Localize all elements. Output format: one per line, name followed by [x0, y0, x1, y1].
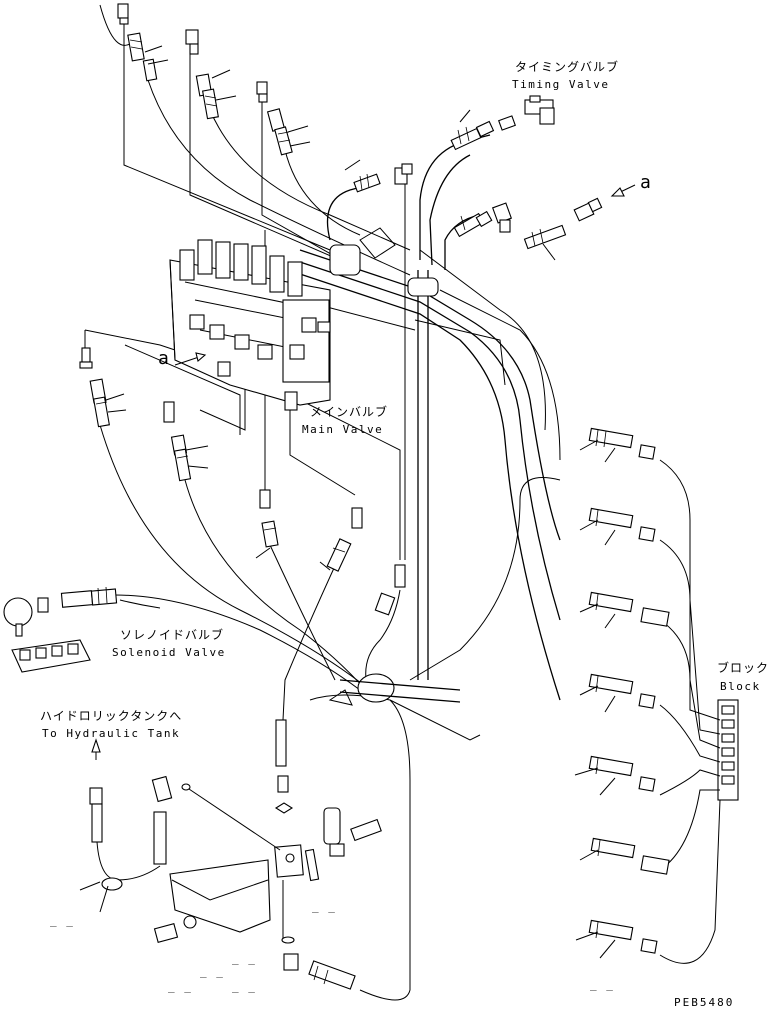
main-valve-en-label: Main Valve [302, 423, 383, 436]
clamp-lower [357, 673, 395, 703]
timing-valve-body [524, 95, 555, 125]
solenoid-valve-jp-label: ソレノイドバルブ [120, 627, 224, 642]
hose-right-2 [579, 507, 656, 546]
hose-right-7 [575, 919, 658, 959]
fitting-elbow-3 [256, 81, 268, 103]
left-fittings [79, 347, 561, 741]
block-assembly [659, 459, 739, 964]
hose-right-5 [574, 755, 656, 796]
hyd-tank-jp-label: ハイドロリックタンクへ [40, 709, 182, 723]
hose-timing-3 [453, 210, 493, 238]
fitting-a-right [573, 197, 603, 222]
main-valve-jp-label: メインバルブ [310, 404, 388, 419]
hose-mid-2 [319, 538, 352, 572]
top-fittings [117, 3, 603, 297]
main-valve-assembly [169, 239, 331, 411]
timing-valve-jp-label: タイミングバルブ [515, 59, 619, 74]
hose-end-2 [195, 69, 237, 120]
ref-a-left-label: a [158, 348, 169, 369]
hyd-tank-en-label: To Hydraulic Tank [42, 727, 180, 740]
fitting-left-2 [163, 401, 175, 423]
dash-label-1: _ _ [50, 914, 74, 927]
elbow-timing-2 [491, 202, 513, 233]
dash-label-2: _ _ [168, 980, 192, 993]
clamp-upper-2 [407, 277, 439, 297]
fitting-elbow-2 [185, 29, 199, 55]
lower-bracket-assembly [79, 719, 382, 990]
solenoid-valve-assembly [3, 586, 118, 673]
drawing-code-label: PEB5480 [674, 996, 734, 1009]
hose-mid-3 [374, 592, 396, 616]
left-hose-routing [99, 424, 411, 1001]
fitting-mid-3 [394, 564, 406, 588]
hose-right-1 [579, 427, 656, 463]
dash-label-3: _ _ [200, 965, 224, 978]
fitting-mid-1 [259, 489, 271, 509]
dash-label-5: _ _ [232, 980, 256, 993]
right-hose-fittings [574, 427, 670, 959]
clamp-upper-1 [329, 244, 361, 276]
adapter-timing [498, 115, 516, 131]
hose-end-timing-1 [344, 159, 381, 193]
ref-a-top-label: a [640, 172, 651, 193]
solenoid-valve-en-label: Solenoid Valve [112, 646, 226, 659]
fitting-left-1 [79, 347, 93, 369]
elbow-timing-1 [394, 163, 413, 185]
hose-end-3 [266, 108, 311, 156]
hose-left-2 [170, 434, 209, 482]
hose-timing-2 [450, 109, 495, 151]
dash-label-7: _ _ [590, 978, 614, 991]
block-en-label: Block [720, 680, 761, 693]
timing-valve-en-label: Timing Valve [512, 78, 609, 91]
dash-label-6: _ _ [312, 900, 336, 913]
fitting-mid-2 [351, 507, 363, 529]
hose-right-6 [579, 837, 670, 875]
hose-right-3 [579, 591, 670, 629]
hose-left-1 [89, 378, 127, 428]
dash-label-4: _ _ [232, 952, 256, 965]
block-jp-label: ブロック [717, 660, 767, 675]
hose-a-right [523, 224, 567, 261]
fitting-elbow-1 [117, 3, 129, 25]
hose-right-4 [579, 673, 656, 713]
hose-end-1 [127, 32, 169, 82]
reference-arrows [174, 184, 636, 366]
hose-mid-1 [255, 520, 279, 559]
